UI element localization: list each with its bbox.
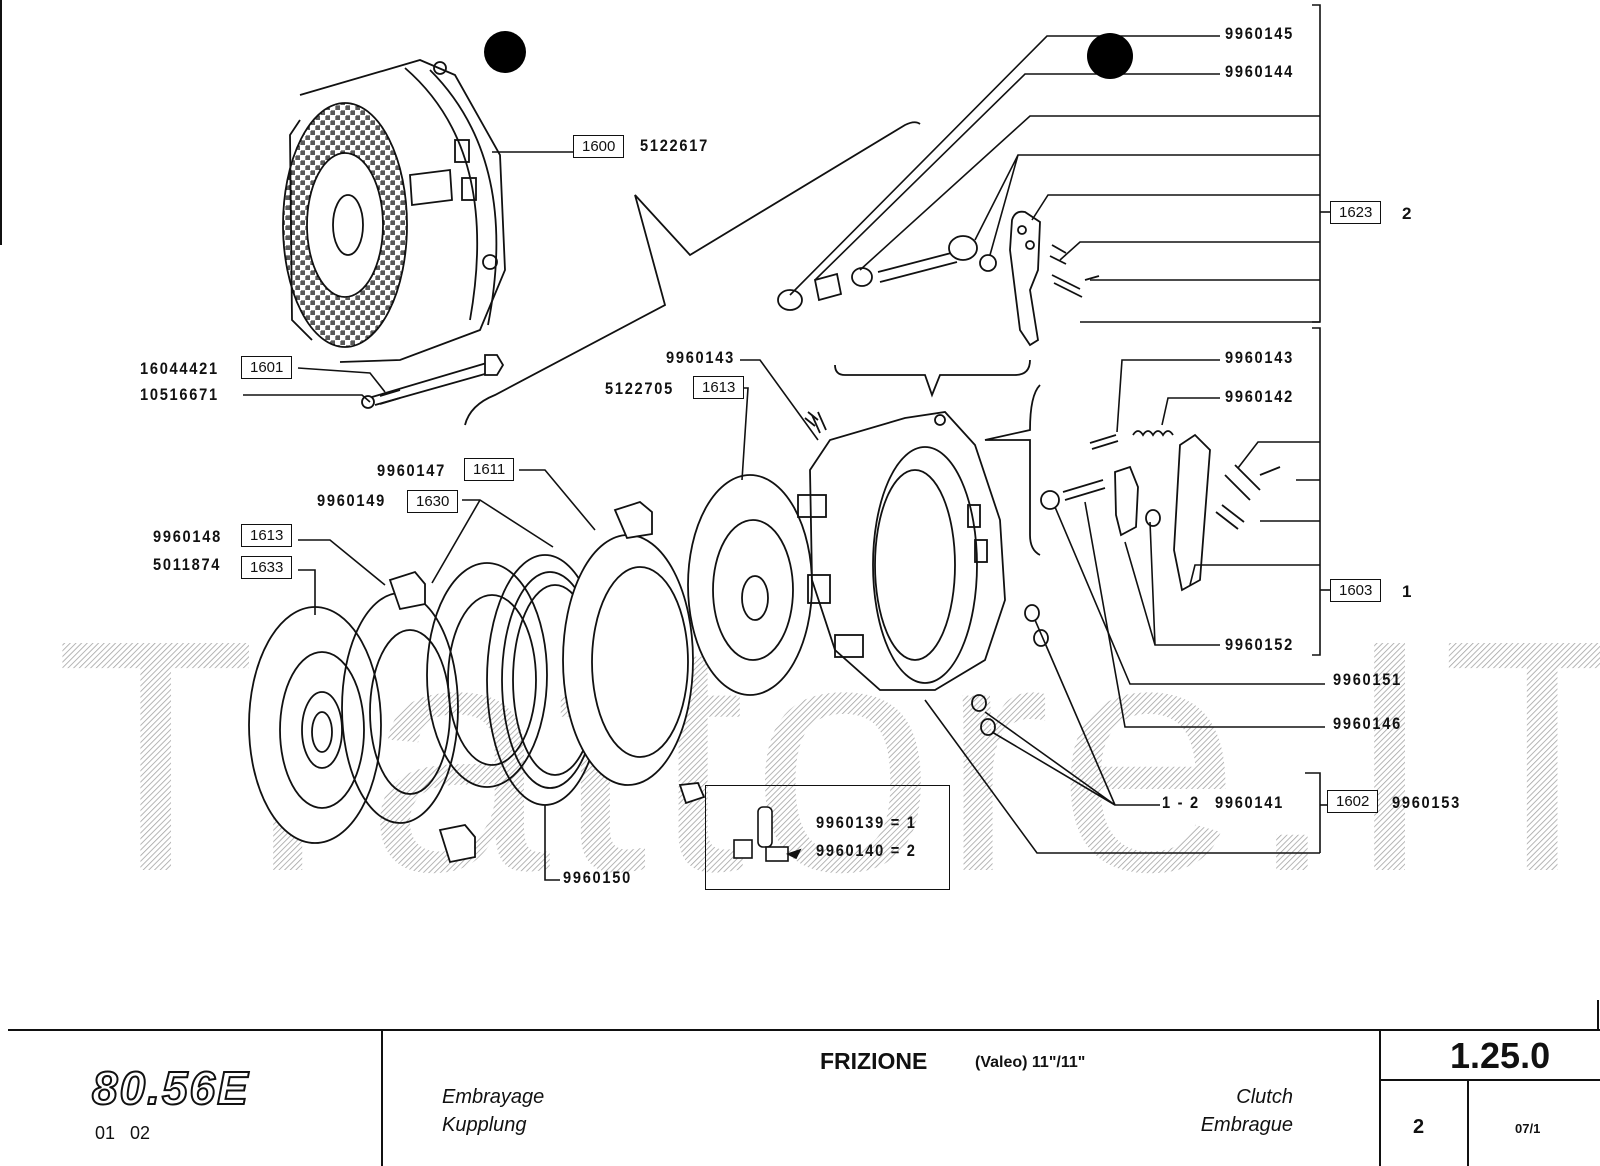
part-number[interactable]: 5122617: [640, 136, 709, 155]
part-number[interactable]: 9960152: [1225, 635, 1294, 654]
ref-box-1633[interactable]: 1633: [241, 556, 293, 579]
ref-box-1602[interactable]: 1602: [1327, 790, 1379, 813]
bolt-illustration: [361, 354, 505, 409]
lever-bracket-line: [984, 384, 1041, 556]
part-number[interactable]: 9960143: [1225, 348, 1294, 367]
kit-line: 9960139 = 1: [816, 813, 917, 832]
ref-box-1613[interactable]: 1613: [693, 376, 745, 399]
bushings-illustration: [811, 411, 1049, 736]
quantity: 2: [1402, 204, 1412, 223]
line-art: [8, 4, 1600, 1166]
registration-dot: [484, 31, 526, 73]
title-english: Clutch: [1236, 1086, 1293, 1108]
bushing-kit-icon: [733, 806, 802, 862]
title-german: Kupplung: [442, 1114, 527, 1136]
kit-line: 9960140 = 2: [816, 841, 917, 860]
part-number[interactable]: 9960150: [563, 868, 632, 887]
clutch-cover-illustration: [797, 411, 1006, 691]
group-brackets: [1305, 4, 1330, 853]
part-number[interactable]: 9960145: [1225, 24, 1294, 43]
assembly-bracket-line: [464, 121, 921, 426]
part-number[interactable]: 9960142: [1225, 387, 1294, 406]
revision: 07/1: [1515, 1121, 1541, 1136]
intermediate-plate-illustration: [426, 562, 548, 788]
title-subtitle: (Valeo) 11"/11": [975, 1054, 1086, 1071]
ref-box-1613[interactable]: 1613: [241, 524, 293, 547]
ref-box-1603[interactable]: 1603: [1330, 579, 1382, 602]
cover-bracket-line: [834, 359, 1031, 398]
model-codes: 01 02: [95, 1123, 151, 1143]
title-block-frame: [8, 1000, 1600, 1166]
part-number[interactable]: 9960146: [1333, 714, 1402, 733]
part-number[interactable]: 9960153: [1392, 793, 1461, 812]
kit-box: 9960139 = 1 9960140 = 2: [705, 785, 950, 890]
release-lever-top-illustration: [1009, 210, 1100, 347]
sheet-number: 2: [1413, 1116, 1425, 1138]
part-number[interactable]: 9960151: [1333, 670, 1402, 689]
ref-box-1601[interactable]: 1601: [241, 356, 293, 379]
pressure-plate-ring-illustration: [341, 570, 476, 864]
driven-disc-right-illustration: [687, 474, 813, 696]
release-lever-bottom-illustration: [1040, 430, 1281, 592]
ref-box-1611[interactable]: 1611: [464, 458, 515, 481]
registration-dot: [1087, 33, 1133, 79]
quantity: 1 - 2: [1162, 793, 1200, 812]
ref-box-1623[interactable]: 1623: [1330, 201, 1382, 224]
pressure-plate-illustration: [562, 500, 706, 805]
part-number[interactable]: 9960141: [1215, 793, 1284, 812]
part-number[interactable]: 9960147: [377, 461, 446, 480]
part-number[interactable]: 9960144: [1225, 62, 1294, 81]
part-number[interactable]: 16044421: [140, 359, 219, 378]
title-french: Embrayage: [442, 1086, 545, 1108]
title-italian: FRIZIONE: [820, 1048, 928, 1074]
part-number[interactable]: 9960143: [666, 348, 735, 367]
quantity: 1: [1402, 582, 1412, 601]
adjusting-screw-illustration: [777, 235, 997, 311]
part-number[interactable]: 10516671: [140, 385, 219, 404]
part-number[interactable]: 9960149: [317, 491, 386, 510]
part-number[interactable]: 9960148: [153, 527, 222, 546]
part-number[interactable]: 5011874: [153, 555, 222, 574]
clutch-assembly-illustration: [282, 59, 506, 363]
ref-box-1600[interactable]: 1600: [573, 135, 625, 158]
part-number[interactable]: 5122705: [605, 379, 674, 398]
model-number: 80.56E: [91, 1062, 250, 1114]
section-number: 1.25.0: [1450, 1035, 1551, 1076]
ref-box-1630[interactable]: 1630: [407, 490, 459, 513]
driven-disc-left-illustration: [248, 606, 382, 844]
title-spanish: Embrague: [1200, 1114, 1293, 1136]
